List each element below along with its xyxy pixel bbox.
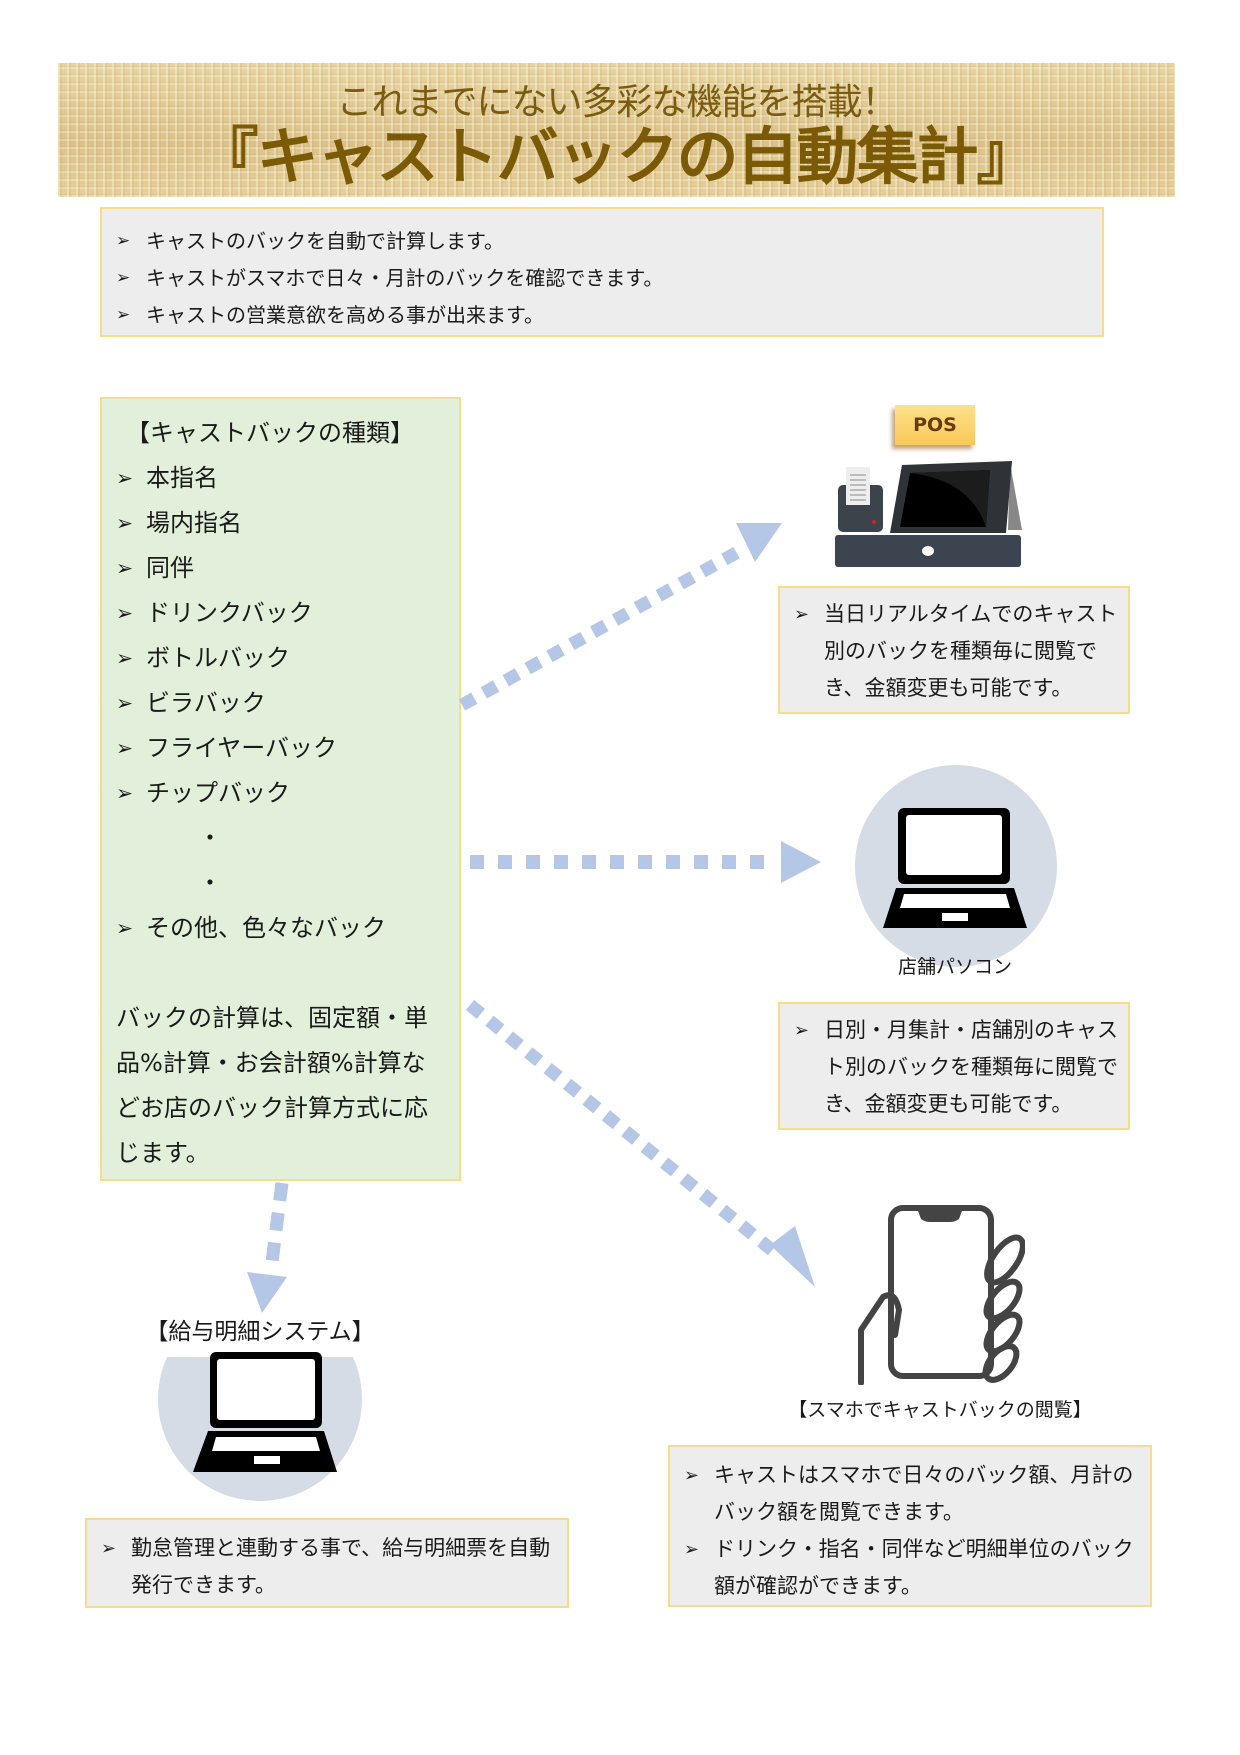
arrow-to-payroll [247, 1182, 289, 1313]
bullet-arrow-icon: ➢ [684, 1539, 699, 1560]
bullet-arrow-icon: ➢ [116, 691, 134, 715]
store-pc-label: 店舗パソコン [897, 956, 1012, 978]
laptop-icon [883, 808, 1027, 928]
bullet-arrow-icon: ➢ [794, 604, 809, 625]
pos-description: ➢当日リアルタイムでのキャスト別のバックを種類毎に閲覧でき、金額変更も可能です。 [794, 596, 1128, 707]
types-heading: 【キャストバックの種類】 [126, 419, 414, 447]
title-banner: これまでにない多彩な機能を搭載！ 『キャストバックの自動集計』 [58, 63, 1175, 197]
summary-box: ➢キャストのバックを自動で計算します。 ➢キャストがスマホで日々・月計のバックを… [100, 207, 1104, 337]
summary-item: ➢キャストがスマホで日々・月計のバックを確認できます。 [116, 260, 1102, 297]
type-item: ➢ビラバック [116, 681, 459, 726]
payroll-label: 【給与明細システム】 [145, 1319, 375, 1345]
ellipsis-dot: ・ [198, 869, 222, 897]
payroll-laptop-icon [193, 1352, 337, 1472]
type-item: ➢フライヤーバック [116, 726, 459, 771]
smartphone-in-hand-icon [858, 1205, 1025, 1385]
payroll-description: ➢勤怠管理と連動する事で、給与明細票を自動発行できます。 [101, 1530, 567, 1604]
pos-tag: POS [895, 405, 975, 445]
arrow-to-store-pc [470, 841, 821, 883]
store-pc-description-box: ➢日別・月集計・店舗別のキャスト別のバックを種類毎に閲覧でき、金額変更も可能です… [778, 1002, 1130, 1130]
arrow-to-smartphone [465, 999, 815, 1287]
bullet-arrow-icon: ➢ [116, 781, 134, 805]
pos-terminal-icon [835, 461, 1022, 567]
banner-subtitle: これまでにない多彩な機能を搭載！ [336, 82, 897, 123]
bullet-arrow-icon: ➢ [101, 1538, 116, 1559]
smartphone-description-box: ➢キャストはスマホで日々のバック額、月計のバック額を閲覧できます。 ➢ドリンク・… [668, 1445, 1152, 1607]
bullet-arrow-icon: ➢ [116, 511, 134, 535]
arrowhead-icon [770, 1226, 815, 1287]
type-item: ➢ボトルバック [116, 636, 459, 681]
bullet-arrow-icon: ➢ [116, 305, 131, 325]
bullet-arrow-icon: ➢ [116, 466, 134, 490]
bullet-arrow-icon: ➢ [116, 268, 131, 288]
type-item: ➢チップバック [116, 771, 459, 816]
store-pc-description: ➢日別・月集計・店舗別のキャスト別のバックを種類毎に閲覧でき、金額変更も可能です… [794, 1012, 1128, 1123]
type-item: ➢同伴 [116, 546, 459, 591]
calculation-note: バックの計算は、固定額・単品%計算・お会計額%計算などお店のバック計算方式に応じ… [116, 1004, 428, 1167]
payroll-description-box: ➢勤怠管理と連動する事で、給与明細票を自動発行できます。 [85, 1518, 569, 1608]
bullet-arrow-icon: ➢ [116, 556, 134, 580]
type-item: ➢ドリンクバック [116, 591, 459, 636]
arrow-to-pos [458, 523, 782, 711]
ellipsis-dot: ・ [198, 824, 222, 852]
bullet-arrow-icon: ➢ [116, 916, 134, 940]
bullet-arrow-icon: ➢ [116, 736, 134, 760]
arrowhead-icon [247, 1272, 287, 1313]
bullet-arrow-icon: ➢ [116, 646, 134, 670]
summary-item: ➢キャストの営業意欲を高める事が出来ます。 [116, 297, 1102, 334]
smartphone-item: ➢キャストはスマホで日々のバック額、月計のバック額を閲覧できます。 [684, 1457, 1150, 1531]
type-item: ➢その他、色々なバック [116, 906, 459, 951]
bullet-arrow-icon: ➢ [116, 231, 131, 251]
arrowhead-icon [781, 841, 821, 883]
bullet-arrow-icon: ➢ [794, 1020, 809, 1041]
smartphone-item: ➢ドリンク・指名・同伴など明細単位のバック額が確認ができます。 [684, 1531, 1150, 1605]
summary-item: ➢キャストのバックを自動で計算します。 [116, 223, 1102, 260]
arrowhead-icon [736, 523, 782, 562]
bullet-arrow-icon: ➢ [116, 601, 134, 625]
type-item: ➢本指名 [116, 456, 459, 501]
type-item: ➢場内指名 [116, 501, 459, 546]
pos-description-box: ➢当日リアルタイムでのキャスト別のバックを種類毎に閲覧でき、金額変更も可能です。 [778, 586, 1130, 714]
banner-title: 『キャストバックの自動集計』 [196, 120, 1038, 193]
smartphone-label: 【スマホでキャストバックの閲覧】 [788, 1399, 1092, 1421]
bullet-arrow-icon: ➢ [684, 1465, 699, 1486]
cast-back-types-panel: 【キャストバックの種類】 ➢本指名 ➢場内指名 ➢同伴 ➢ドリンクバック ➢ボト… [100, 397, 461, 1181]
